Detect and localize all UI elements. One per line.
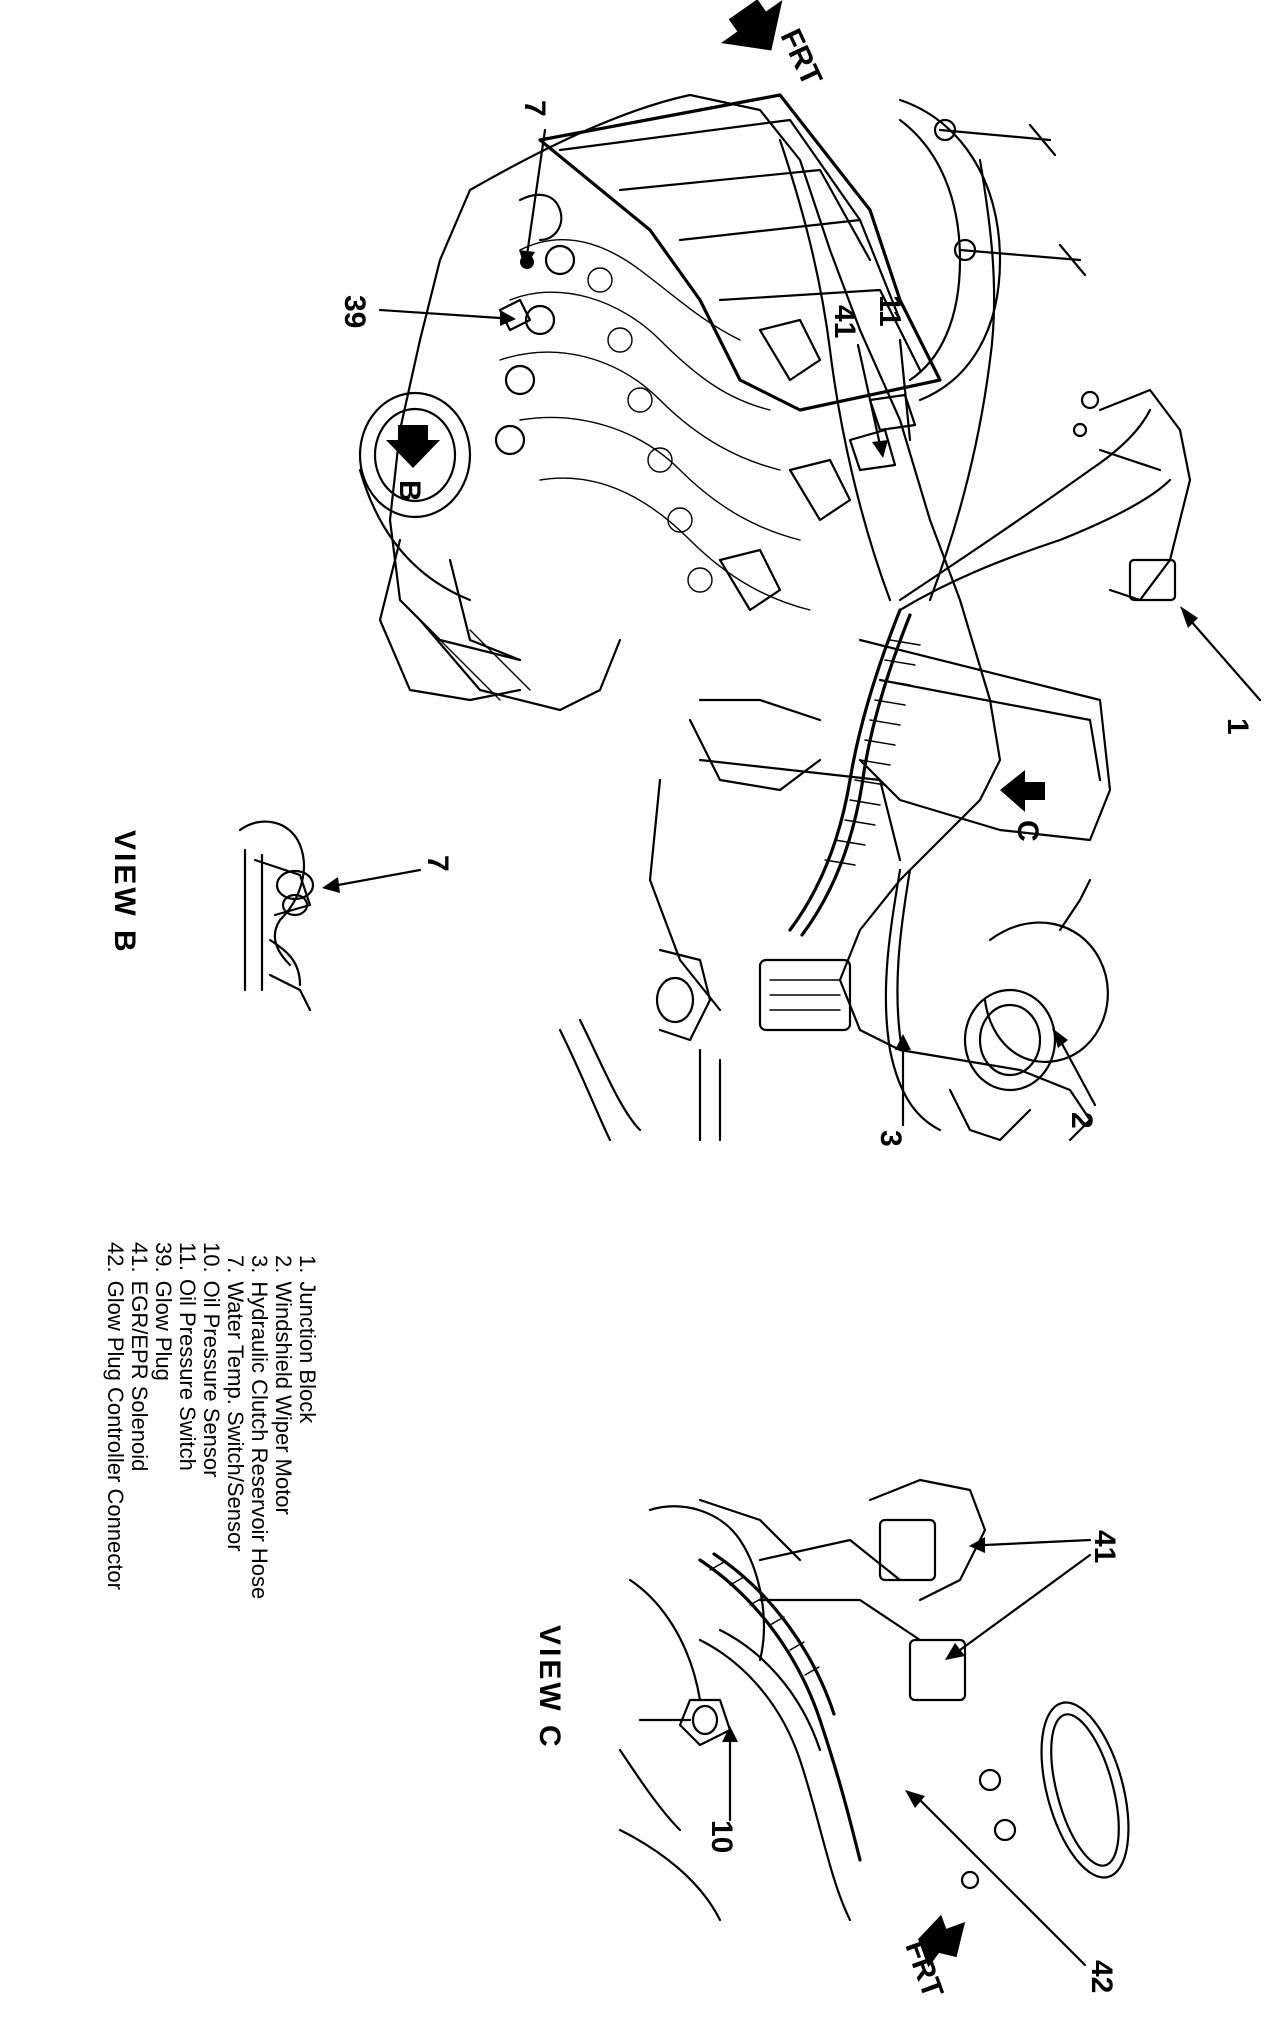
legend-item-7: 7.Water Temp. Switch/Sensor bbox=[223, 1255, 248, 1552]
view-c-reference-mark: C bbox=[1000, 770, 1045, 842]
view-c-label: VIEW C bbox=[533, 1625, 566, 1750]
view-b-reference-mark: B bbox=[386, 425, 440, 502]
main-engine-illustration bbox=[358, 93, 1192, 1142]
view-c-callout-41: 41 bbox=[1088, 1530, 1121, 1563]
callout-7-main: 7 bbox=[518, 100, 551, 117]
callout-39: 39 bbox=[338, 295, 371, 328]
legend-item-10: 10.Oil Pressure Sensor bbox=[199, 1242, 224, 1477]
legend-item-1: 1.Junction Block bbox=[295, 1255, 320, 1424]
legend-item-2: 2.Windshield Wiper Motor bbox=[271, 1255, 296, 1515]
view-c-callout-42: 42 bbox=[1085, 1960, 1118, 1993]
legend-item-11: 11.Oil Pressure Switch bbox=[175, 1242, 200, 1471]
view-c-reference-letter: C bbox=[1011, 820, 1044, 842]
callout-3: 3 bbox=[874, 1130, 907, 1147]
view-c-inset: FRT 41 10 42 VIEW C bbox=[533, 1478, 1130, 2002]
callout-2: 2 bbox=[1065, 1112, 1098, 1129]
callout-1: 1 bbox=[1221, 718, 1254, 735]
legend-item-42: 42.Glow Plug Controller Connector bbox=[103, 1242, 128, 1590]
view-b-reference-letter: B bbox=[393, 480, 426, 502]
view-b-callout-7: 7 bbox=[421, 855, 454, 872]
legend-item-41: 41.EGR/EPR Solenoid bbox=[127, 1242, 152, 1471]
legend-item-3: 3.Hydraulic Clutch Reservoir Hose bbox=[247, 1255, 272, 1599]
main-callouts: 1 2 3 7 39 41 11 bbox=[338, 100, 1262, 1147]
view-c-callout-10: 10 bbox=[705, 1820, 738, 1853]
view-b-label: VIEW B bbox=[108, 830, 141, 955]
callout-11: 11 bbox=[873, 295, 906, 327]
main-front-direction-indicator: FRT bbox=[720, 0, 829, 91]
legend-item-39: 39.Glow Plug bbox=[151, 1242, 176, 1381]
view-b-inset: 7 VIEW B bbox=[108, 820, 454, 1012]
callout-41-main: 41 bbox=[828, 305, 861, 338]
legend: 1.Junction Block 2.Windshield Wiper Moto… bbox=[103, 1242, 320, 1599]
main-frt-label: FRT bbox=[774, 24, 829, 91]
